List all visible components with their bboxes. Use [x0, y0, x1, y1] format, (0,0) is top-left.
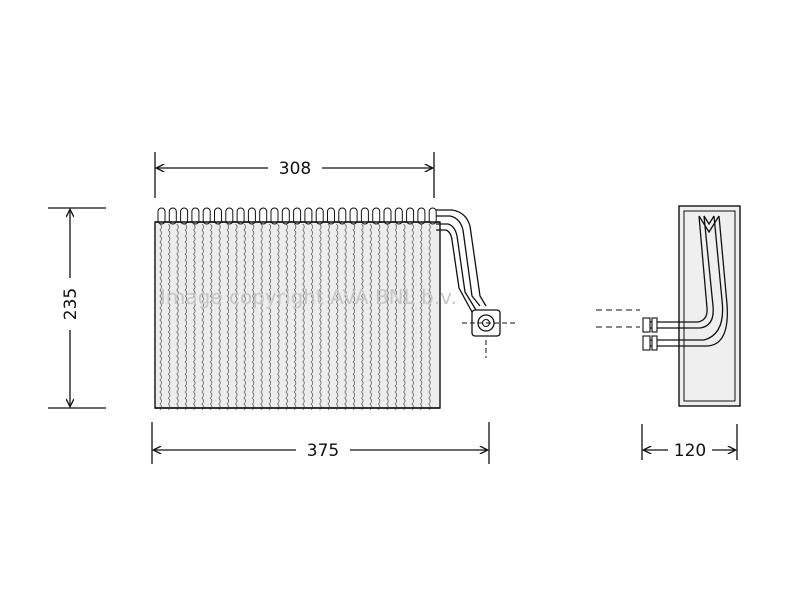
header-tube: [180, 207, 189, 225]
side-inner-outline: [683, 210, 736, 402]
fin-column: [352, 223, 356, 411]
header-tube: [214, 207, 222, 225]
fin-column: [319, 223, 322, 411]
fin-column: [293, 223, 297, 411]
fin-column: [184, 223, 188, 411]
header-tube: [270, 207, 279, 225]
side-outline: [678, 205, 741, 407]
fin-column: [386, 223, 389, 411]
core-fins: [159, 223, 431, 411]
fin-column: [235, 223, 238, 411]
header-tube: [293, 207, 302, 225]
header-tube: [315, 207, 324, 225]
fin-column: [411, 223, 414, 411]
fin-column: [218, 223, 221, 411]
dimension-120: [641, 424, 738, 460]
fin-column: [226, 223, 230, 411]
fin-column: [159, 223, 162, 411]
fin-column: [369, 223, 372, 411]
header-tube: [236, 207, 245, 225]
fin-column: [310, 223, 314, 411]
fin-column: [377, 223, 381, 411]
fin-column: [201, 223, 204, 411]
fin-column: [209, 223, 213, 411]
header-tube: [383, 207, 392, 225]
header-tube: [281, 207, 290, 225]
header-tube: [394, 207, 403, 225]
fin-column: [243, 223, 246, 411]
header-tube: [191, 207, 200, 225]
header-tube: [360, 207, 369, 225]
dimension-label-375: 375: [307, 441, 339, 461]
header-tube: [225, 207, 234, 225]
fin-column: [335, 223, 339, 411]
dimension-label-235: 235: [61, 288, 81, 320]
fin-column: [327, 223, 330, 411]
header-tube: [202, 207, 211, 225]
dimension-label-308: 308: [279, 159, 311, 179]
header-tube: [349, 207, 358, 225]
header-tube: [259, 207, 268, 225]
expansion-valve: [462, 309, 516, 358]
fin-column: [419, 223, 423, 411]
header-tubes: [157, 207, 437, 225]
pipe-connectors: [642, 317, 658, 351]
side-pipes: [648, 215, 728, 347]
fin-column: [403, 223, 406, 411]
fin-column: [277, 223, 280, 411]
fin-column: [361, 223, 364, 411]
core-outline: [154, 221, 441, 409]
refrigerant-pipes: [436, 209, 487, 313]
fin-column: [193, 223, 196, 411]
fin-column: [268, 223, 272, 411]
evaporator-front-view: [154, 207, 516, 411]
header-tube: [338, 207, 347, 225]
fin-column: [285, 223, 288, 411]
fin-column: [394, 223, 398, 411]
header-tube: [247, 207, 256, 225]
copyright-watermark: Image copyright AVA BNL b.v.: [160, 285, 457, 309]
fin-column: [260, 223, 263, 411]
header-tube: [304, 207, 313, 225]
header-tube: [406, 207, 415, 225]
dimension-308: [154, 152, 435, 198]
fin-column: [302, 223, 305, 411]
dimension-375: [151, 422, 490, 464]
header-tube: [168, 207, 177, 225]
fin-column: [176, 223, 179, 411]
evaporator-side-view: [596, 205, 741, 407]
fin-column: [428, 223, 431, 411]
dimension-label-120: 120: [674, 441, 706, 461]
fin-column: [344, 223, 347, 411]
fin-column: [251, 223, 255, 411]
dimension-235: [48, 207, 106, 409]
header-tube: [327, 207, 335, 225]
header-tube: [157, 207, 166, 225]
fin-column: [167, 223, 171, 411]
header-tube: [372, 207, 381, 225]
header-tube: [417, 207, 426, 225]
